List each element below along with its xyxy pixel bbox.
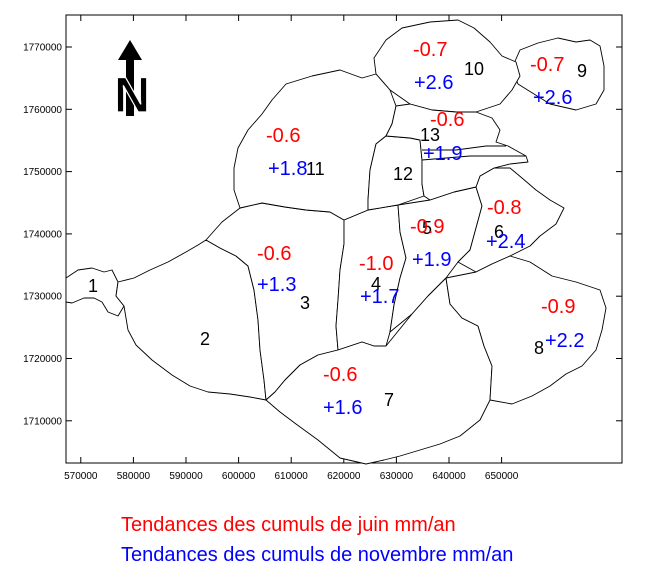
north-arrow-icon: N xyxy=(113,40,151,124)
region-number-13: 13 xyxy=(420,125,440,145)
november-trend-region-11: +1.8 xyxy=(268,158,307,180)
x-tick-label: 620000 xyxy=(327,471,361,482)
region-number-7: 7 xyxy=(384,390,394,410)
legend-november: Tendances des cumuls de novembre mm/an xyxy=(121,544,514,566)
y-tick-label: 1730000 xyxy=(23,292,62,303)
region-number-10: 10 xyxy=(464,59,484,79)
region-number-9: 9 xyxy=(577,61,587,81)
november-trend-region-7: +1.6 xyxy=(323,397,362,419)
region-number-6: 6 xyxy=(494,222,504,242)
x-tick-label: 640000 xyxy=(432,471,466,482)
region-numbers: 1 2 3 4 5 6 7 8 9 10 11 12 13 xyxy=(88,59,587,410)
y-tick-label: 1710000 xyxy=(23,416,62,427)
region-1 xyxy=(65,267,125,317)
legend-june: Tendances des cumuls de juin mm/an xyxy=(121,514,456,536)
x-tick-label: 650000 xyxy=(485,471,519,482)
region-9 xyxy=(511,37,605,111)
region-number-12: 12 xyxy=(393,164,413,184)
june-trend-region-9: -0.7 xyxy=(530,54,564,76)
x-tick-label: 610000 xyxy=(275,471,309,482)
november-trend-region-3: +1.3 xyxy=(257,274,296,296)
june-trend-region-11: -0.6 xyxy=(266,125,300,147)
x-tick-label: 570000 xyxy=(64,471,98,482)
region-number-11: 11 xyxy=(306,159,325,179)
june-trend-region-6: -0.8 xyxy=(487,197,521,219)
axis-ticks: 570000 580000 590000 600000 610000 620000 6300… xyxy=(23,15,622,482)
y-tick-label: 1760000 xyxy=(23,105,62,116)
region-13-inner-line xyxy=(421,145,526,161)
region-number-8: 8 xyxy=(534,338,544,358)
november-trend-region-5: +1.9 xyxy=(412,249,451,271)
june-trend-region-10: -0.7 xyxy=(413,39,447,61)
y-tick-label: 1770000 xyxy=(23,43,62,54)
june-trend-region-7: -0.6 xyxy=(323,364,357,386)
region-number-1: 1 xyxy=(88,276,98,296)
november-trend-region-9: +2.6 xyxy=(533,87,572,109)
region-6 xyxy=(457,167,565,273)
x-tick-label: 580000 xyxy=(117,471,151,482)
november-trend-region-4: +1.7 xyxy=(360,286,399,308)
region-number-5: 5 xyxy=(422,218,432,238)
november-trend-region-6: +2.4 xyxy=(486,231,525,253)
region-11 xyxy=(233,69,397,221)
june-trend-region-3: -0.6 xyxy=(257,243,291,265)
june-trend-labels: -0.6 -1.0 -0.9 -0.8 -0.6 -0.9 -0.7 -0.7 … xyxy=(257,39,575,386)
november-trend-labels: +1.3 +1.7 +1.9 +2.4 +1.6 +2.2 +2.6 +2.6 … xyxy=(257,72,584,419)
june-trend-region-4: -1.0 xyxy=(359,253,393,275)
november-trend-region-13: +1.9 xyxy=(423,143,462,165)
region-number-4: 4 xyxy=(371,274,381,294)
june-trend-region-8: -0.9 xyxy=(541,296,575,318)
november-trend-region-10: +2.6 xyxy=(414,72,453,94)
region-number-3: 3 xyxy=(300,293,310,313)
june-trend-region-13: -0.6 xyxy=(430,109,464,131)
regions xyxy=(65,19,607,465)
november-trend-region-8: +2.2 xyxy=(545,330,584,352)
y-tick-label: 1750000 xyxy=(23,167,62,178)
region-8 xyxy=(445,255,607,405)
y-tick-label: 1720000 xyxy=(23,354,62,365)
y-tick-label: 1740000 xyxy=(23,229,62,240)
region-number-2: 2 xyxy=(200,329,210,349)
x-tick-label: 600000 xyxy=(222,471,256,482)
june-trend-region-5: -0.9 xyxy=(410,216,444,238)
x-tick-label: 630000 xyxy=(380,471,414,482)
north-arrow-label: N xyxy=(114,67,150,123)
trend-map: 570000 580000 590000 600000 610000 620000 6300… xyxy=(23,14,623,482)
x-tick-label: 590000 xyxy=(169,471,203,482)
